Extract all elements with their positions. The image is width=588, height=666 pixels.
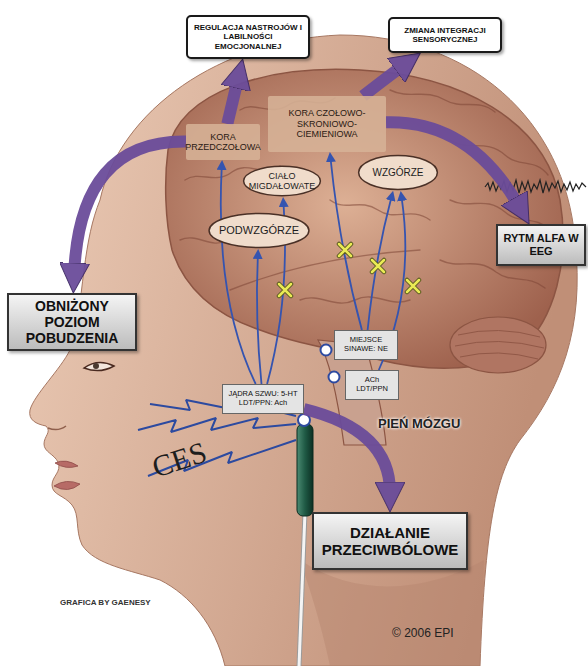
folia-line — [458, 330, 540, 337]
pulse-bolt — [138, 418, 296, 432]
nucleus-label: ACh LDT/PPN — [345, 370, 399, 400]
outcome-box: REGULACJA NASTROJÓW I LABILNOŚCI EMOCJON… — [186, 15, 310, 59]
node-text: ZMIANA INTEGRACJI SENSORYCZNEJ — [393, 26, 497, 44]
cerebellum-folia — [455, 330, 544, 359]
brain-gyri — [180, 90, 550, 303]
folia-line — [460, 353, 538, 359]
nucleus-label: MIEJSCE SINAWE: NE — [334, 330, 398, 360]
projection-line — [257, 257, 262, 384]
effect-box: DZIAŁANIE PRZECIWBÓLOWE — [312, 512, 468, 570]
node-text: ACh LDT/PPN — [348, 376, 396, 393]
effect-arrow — [363, 65, 404, 96]
lips — [54, 461, 80, 489]
projection-line — [368, 199, 392, 330]
ellipse-shape — [244, 166, 321, 195]
structure-label: PIEŃ MÓZGU — [378, 416, 460, 431]
x-mark — [279, 244, 419, 296]
sylvian-fissure — [230, 250, 420, 290]
projection-line — [331, 160, 362, 330]
node-text: MIEJSCE SINAWE: NE — [337, 336, 395, 353]
region-ellipse: WZGÓRZE — [357, 154, 439, 191]
nucleus-dot — [329, 372, 340, 383]
gyrus-line — [450, 140, 548, 175]
gyrus-line — [330, 200, 430, 220]
wire — [299, 512, 305, 666]
projection-line — [221, 168, 256, 384]
region-box: KORA CZOŁOWO-SKRONIOWO-CIEMIENIOWA — [268, 96, 386, 152]
wire-outline — [299, 512, 305, 666]
node-text: OBNIŻONY POZIOM POBUDZENIA — [12, 298, 132, 346]
eye — [84, 362, 114, 370]
folia-line — [455, 341, 544, 348]
gyrus-line — [390, 90, 495, 112]
region-ellipse: PODWZGÓRZE — [207, 212, 311, 249]
effect-box: RYTM ALFA W EEG — [496, 224, 586, 266]
node-text: JĄDRA SZWU: 5-HT LDT/PPN: Ach — [225, 390, 301, 407]
nucleus-label: JĄDRA SZWU: 5-HT LDT/PPN: Ach — [222, 384, 304, 414]
block-marks — [279, 244, 419, 296]
eye-iris — [93, 363, 99, 369]
gyrus-line — [300, 297, 410, 303]
ellipse-shape — [359, 155, 438, 189]
ces-probe — [297, 424, 313, 516]
node-text: DZIAŁANIE PRZECIWBÓLOWE — [317, 524, 463, 559]
region-ellipse: CIAŁO MIGDAŁOWATE — [242, 165, 322, 197]
effect-box: OBNIŻONY POZIOM POBUDZENIA — [7, 293, 137, 351]
effect-arrow — [74, 141, 186, 273]
x-mark-outline — [279, 244, 419, 296]
node-text: KORA CZOŁOWO-SKRONIOWO-CIEMIENIOWA — [271, 108, 383, 139]
nostril — [48, 426, 66, 430]
effect-arrow — [304, 409, 390, 492]
effect-arrow — [227, 79, 238, 125]
node-text: CIAŁO MIGDAŁOWATE — [248, 171, 316, 192]
credit-note: GRAFICA BY GAENESY — [60, 598, 151, 607]
neck-shadow — [300, 560, 484, 666]
region-box: KORA PRZEDCZOŁOWA — [186, 124, 260, 160]
node-text: RYTM ALFA W EEG — [501, 232, 581, 257]
cerebellum — [450, 317, 546, 373]
nucleus-dot — [321, 345, 332, 356]
node-text: KORA PRZEDCZOŁOWA — [185, 132, 261, 153]
copyright-note: © 2006 EPI — [392, 626, 454, 640]
node-text: WZGÓRZE — [372, 167, 423, 179]
nucleus-dot — [298, 414, 310, 426]
eeg-alpha-wave — [485, 180, 586, 193]
node-text: REGULACJA NASTROJÓW I LABILNOŚCI EMOCJON… — [191, 23, 305, 51]
ellipse-shape — [209, 213, 309, 247]
node-text: PODWZGÓRZE — [219, 224, 299, 237]
outcome-box: ZMIANA INTEGRACJI SENSORYCZNEJ — [388, 17, 502, 53]
